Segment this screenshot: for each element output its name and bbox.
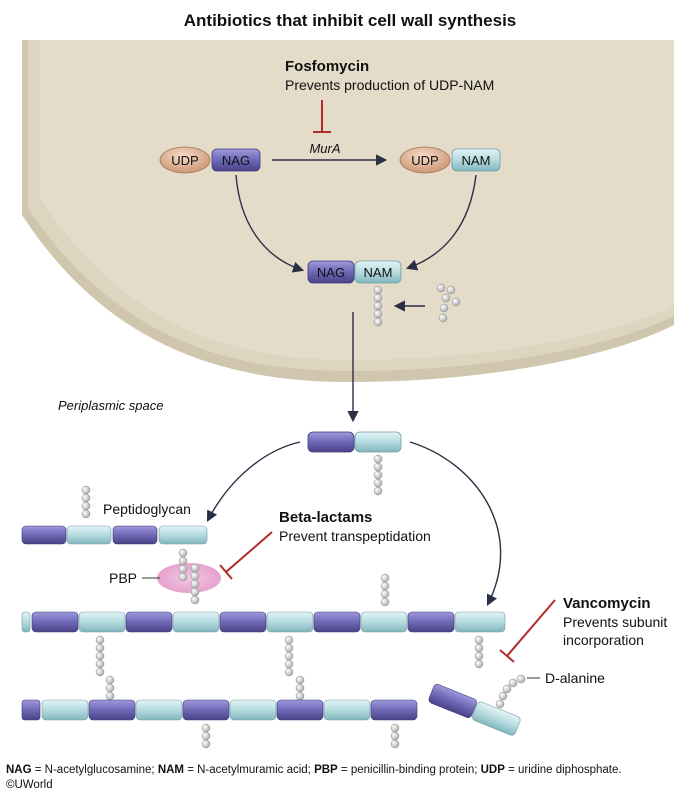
bottom-glycan-strand <box>21 699 418 721</box>
abbreviation-footnote: NAG = N-acetylglucosamine; NAM = N-acety… <box>6 763 696 793</box>
udp-nag-molecule: UDP NAG <box>159 146 261 174</box>
cell-body <box>22 40 674 382</box>
cell-wall-diagram: Antibiotics that inhibit cell wall synth… <box>21 11 674 749</box>
upper-glycan-strand <box>21 525 208 545</box>
nag-label: NAG <box>317 265 345 280</box>
nam-unit <box>354 260 402 284</box>
diagram-title: Antibiotics that inhibit cell wall synth… <box>184 11 517 30</box>
nag-unit <box>307 431 355 453</box>
abbr-term: NAG <box>6 764 32 776</box>
fosfomycin-inhibition-symbol <box>313 100 331 133</box>
udp-label: UDP <box>171 153 198 168</box>
udp-unit <box>159 146 211 174</box>
pbp-enzyme <box>157 563 221 593</box>
periplasmic-space-label: Periplasmic space <box>58 398 164 413</box>
nam-label: NAM <box>462 153 491 168</box>
vancomycin-inhibition-symbol <box>499 599 556 663</box>
vancomycin-name: Vancomycin <box>563 595 651 612</box>
d-alanine-residues <box>495 674 526 709</box>
vancomycin-bound-subunit <box>428 684 521 736</box>
nag-unit <box>307 260 355 284</box>
nam-to-disaccharide-arrow <box>405 174 477 271</box>
abbr-definition: = N-acetylmuramic acid; <box>184 764 315 776</box>
peptide-chain <box>81 485 91 519</box>
beta-lactams-action: Prevent transpeptidation <box>279 528 431 544</box>
abbreviation-list: NAG = N-acetylglucosamine; NAM = N-acety… <box>6 763 696 778</box>
nag-nam-disaccharide: NAG NAM <box>307 260 402 284</box>
peptidoglycan-label: Peptidoglycan <box>103 501 191 517</box>
vancomycin-action-line2: incorporation <box>563 632 644 648</box>
abbr-definition: = N-acetylglucosamine; <box>31 764 158 776</box>
abbr-definition: = penicillin-binding protein; <box>337 764 481 776</box>
abbr-definition: = uridine diphosphate. <box>504 764 622 776</box>
cross-link-peptides <box>95 635 484 701</box>
abbr-term: UDP <box>480 764 505 776</box>
periplasmic-subunit <box>307 431 402 496</box>
mura-enzyme-label: MurA <box>309 141 340 156</box>
pbp-label: PBP <box>109 570 137 586</box>
free-amino-acids <box>436 283 461 323</box>
cross-link-peptides <box>178 548 200 605</box>
d-alanine-label: D-alanine <box>545 670 605 686</box>
fosfomycin-name: Fosfomycin <box>285 58 369 75</box>
copyright: ©UWorld <box>6 779 53 791</box>
peptide-chain <box>373 285 383 327</box>
nam-label: NAM <box>364 265 393 280</box>
abbr-term: NAM <box>157 764 185 776</box>
udp-nam-molecule: UDP NAM <box>399 146 501 174</box>
vancomycin-action-line1: Prevents subunit <box>563 614 667 630</box>
subunit-to-peptidoglycan-arrow <box>206 441 301 522</box>
middle-glycan-strand <box>21 611 506 633</box>
subunit-to-cell-wall-arrow <box>409 441 502 607</box>
fosfomycin-action: Prevents production of UDP-NAM <box>285 77 494 93</box>
peptide-chain <box>380 573 390 607</box>
nag-to-disaccharide-arrow <box>235 174 305 273</box>
nag-label: NAG <box>222 153 250 168</box>
nam-unit <box>354 431 402 453</box>
udp-label: UDP <box>411 153 438 168</box>
nam-unit <box>451 148 501 172</box>
abbr-term: PBP <box>314 764 338 776</box>
beta-lactams-inhibition-symbol <box>219 531 273 580</box>
nag-unit <box>211 148 261 172</box>
udp-unit <box>399 146 451 174</box>
peptide-chain <box>201 723 400 749</box>
beta-lactams-name: Beta-lactams <box>279 509 372 526</box>
